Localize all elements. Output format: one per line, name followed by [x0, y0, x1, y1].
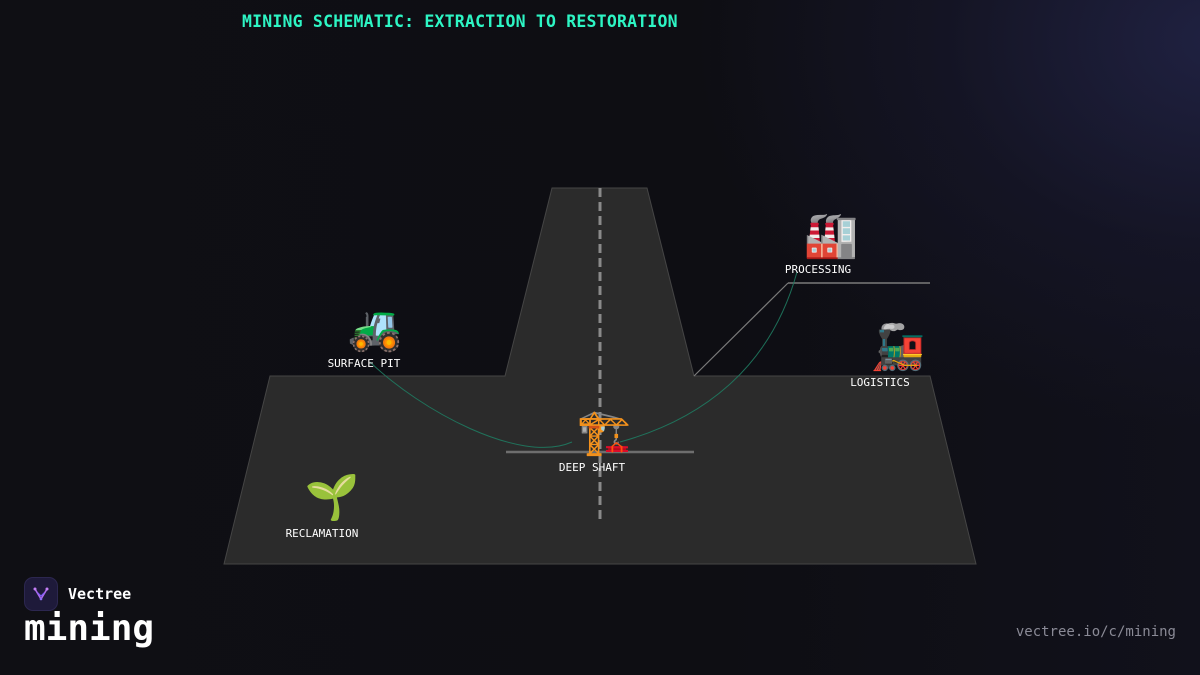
topic-title: mining — [24, 608, 155, 649]
vectree-logo-icon — [24, 577, 58, 611]
factory-icon: 🏭 — [804, 210, 859, 261]
node-logistics[interactable]: 🚂 LOGISTICS — [850, 322, 925, 389]
node-label: DEEP SHAFT — [559, 461, 626, 474]
footer-url[interactable]: vectree.io/c/mining — [1015, 624, 1176, 640]
flow-line-shaft-to-processing — [619, 271, 798, 443]
locomotive-icon: 🚂 — [871, 322, 926, 373]
flow-line-pit-to-shaft — [369, 361, 573, 448]
brand[interactable]: Vectree — [24, 577, 131, 611]
processing-ramp — [693, 282, 789, 377]
node-label: LOGISTICS — [850, 376, 910, 389]
node-reclamation[interactable]: 🌱 RECLAMATION — [286, 472, 360, 540]
node-surface-pit[interactable]: 🚜 SURFACE PIT — [328, 303, 403, 370]
node-deep-shaft[interactable]: 🏗️ DEEP SHAFT — [559, 407, 632, 474]
node-processing[interactable]: 🏭 PROCESSING — [785, 210, 859, 276]
node-label: PROCESSING — [785, 263, 851, 276]
seedling-icon: 🌱 — [305, 472, 360, 523]
node-label: RECLAMATION — [286, 527, 359, 540]
node-label: SURFACE PIT — [328, 357, 401, 370]
page-title: MINING SCHEMATIC: EXTRACTION TO RESTORAT… — [242, 12, 678, 31]
tractor-icon: 🚜 — [348, 303, 403, 354]
brand-name: Vectree — [68, 585, 132, 603]
crane-icon: 🏗️ — [577, 407, 632, 458]
